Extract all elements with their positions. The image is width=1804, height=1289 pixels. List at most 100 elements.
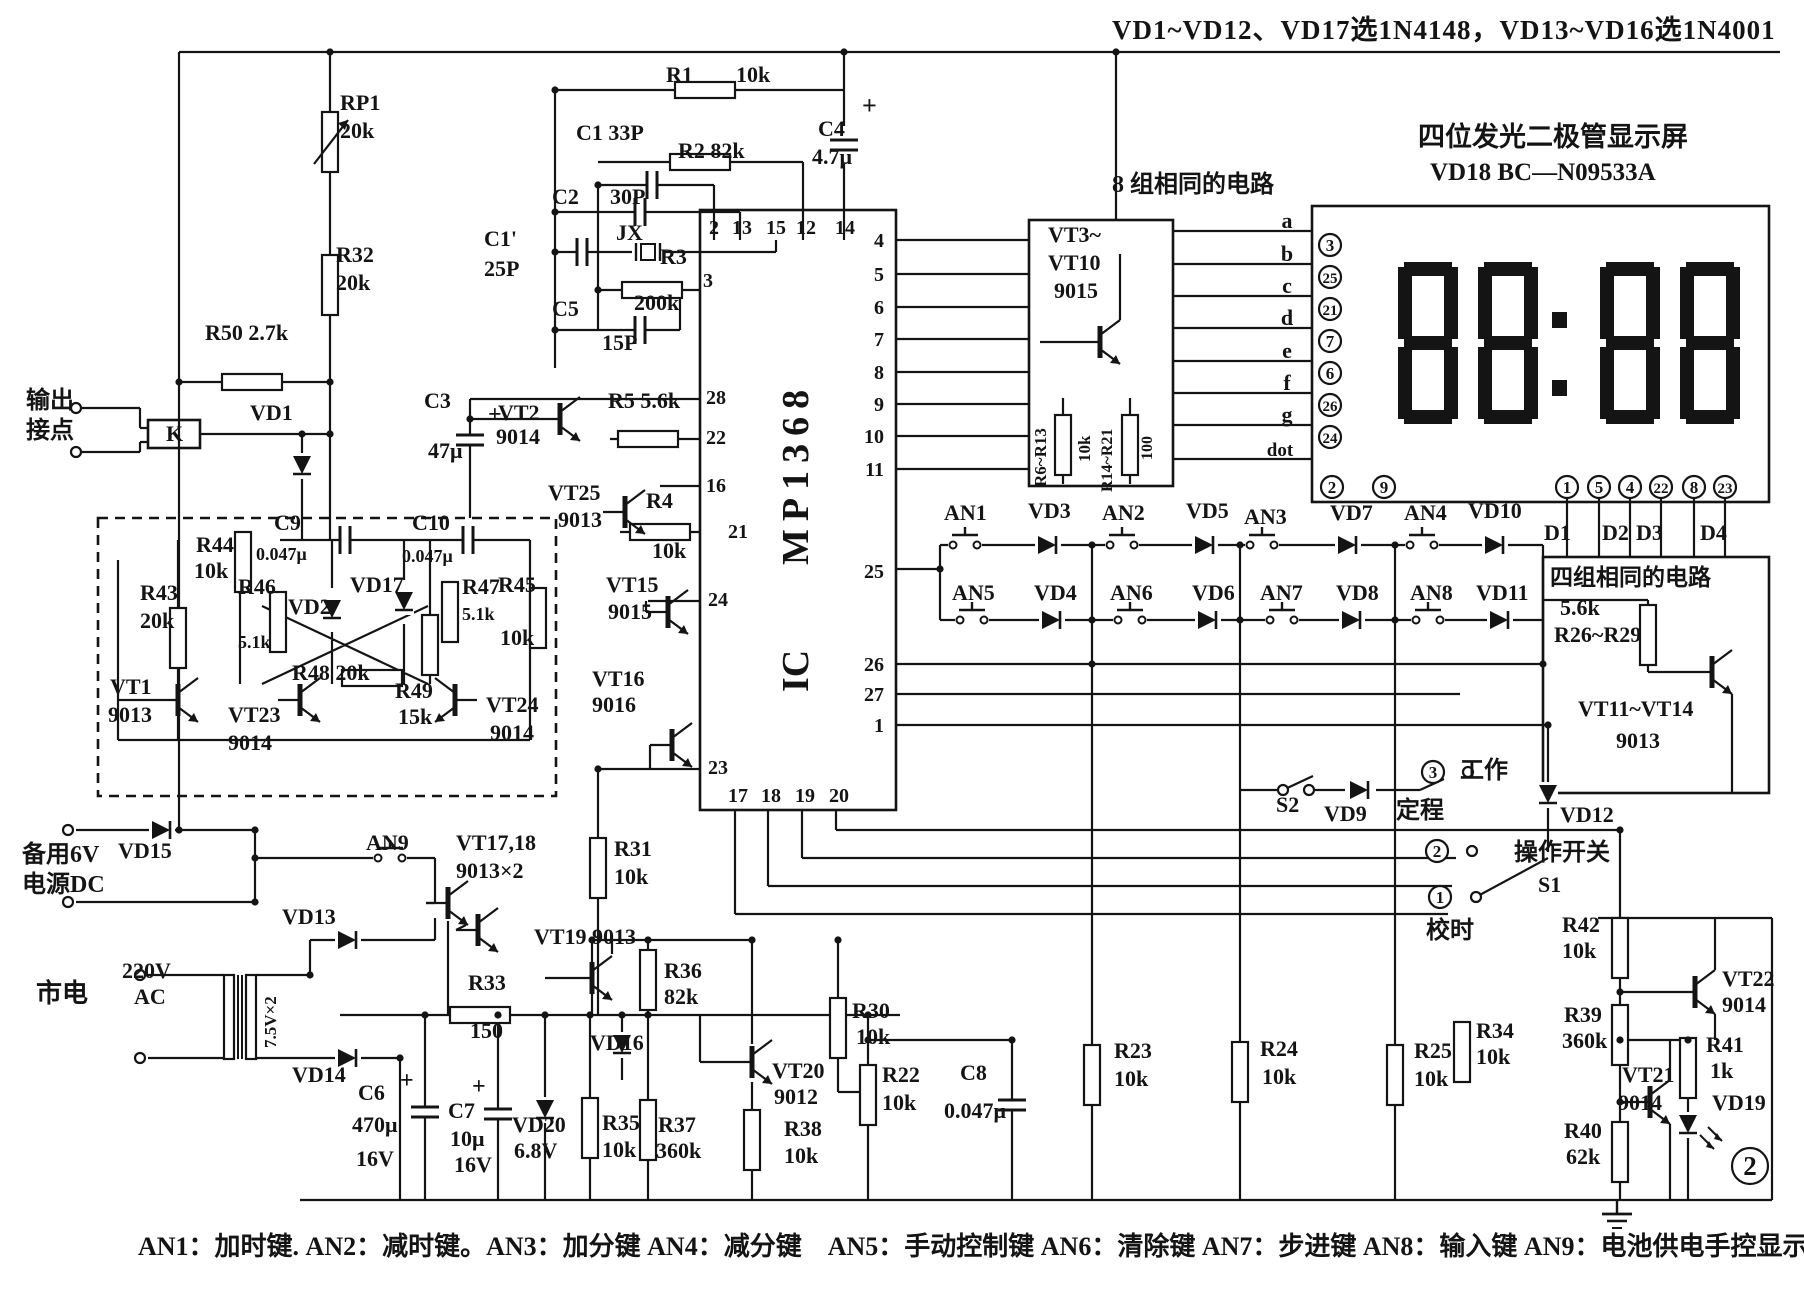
label-r38-val: 10k xyxy=(784,1143,819,1168)
junction-dot xyxy=(306,971,314,979)
transistor-vt23 xyxy=(299,677,321,694)
terminal xyxy=(1302,783,1316,797)
label-pin-15: 15 xyxy=(766,217,786,239)
label-r48: R48 20k xyxy=(292,660,370,685)
pin-circle-display-pin-7 xyxy=(1317,328,1343,354)
pushbutton-an3 xyxy=(1245,540,1255,550)
pushbutton-an2 xyxy=(1105,540,1115,550)
display-segment xyxy=(1484,410,1532,424)
pin-circle-label-display-pin-24: 24 xyxy=(1323,431,1339,447)
resistor-r2 xyxy=(668,152,732,172)
junction-dot xyxy=(1088,616,1096,624)
label-pin-25: 25 xyxy=(864,561,884,583)
label-c1p-val: 25P xyxy=(484,256,519,281)
label-r1: R1 xyxy=(666,62,693,87)
diode-vd8 xyxy=(1342,611,1360,629)
label-c5-val: 15P xyxy=(602,330,637,355)
junction-dot xyxy=(936,565,944,573)
pin-circle-display-pin-4 xyxy=(1617,474,1643,500)
junction-dot xyxy=(251,854,259,862)
terminal xyxy=(61,823,75,837)
label-vd15: VD15 xyxy=(118,838,172,863)
label-pin-10: 10 xyxy=(864,426,884,448)
junction-dot xyxy=(594,181,602,189)
label-seg-e: e xyxy=(1282,338,1292,363)
label-r1-val: 10k xyxy=(736,62,771,87)
capacitor-c7 xyxy=(483,1109,513,1119)
label-r36-val: 82k xyxy=(664,984,699,1009)
label-pin-27: 27 xyxy=(864,684,884,706)
label-c4: C4 xyxy=(818,116,845,141)
junction-dot xyxy=(834,936,842,944)
label-group4-r: R26~R29 xyxy=(1554,622,1641,647)
label-c6-val: 470μ xyxy=(352,1112,398,1137)
resistor-r43 xyxy=(168,606,188,670)
label-r46-val: 5.1k xyxy=(238,632,271,652)
label-c4-plus: + xyxy=(862,91,877,120)
diode-vd19 xyxy=(1679,1115,1697,1133)
label-r42: R42 xyxy=(1562,912,1600,937)
pushbutton-an4 xyxy=(1405,540,1439,550)
label-vt3-val: 9015 xyxy=(1054,278,1098,303)
label-seg-g: g xyxy=(1282,402,1293,427)
display-segment xyxy=(1600,267,1614,339)
pushbutton-an5 xyxy=(955,615,989,625)
label-d4: D4 xyxy=(1700,520,1727,545)
pin-circle-selector-pos-3 xyxy=(1420,759,1446,785)
label-mains-v: 220V xyxy=(122,958,171,983)
resistor-r42 xyxy=(1610,916,1630,980)
transistor-vt22 xyxy=(1694,969,1716,986)
diode-vd11 xyxy=(1490,611,1508,629)
label-an2: AN2 xyxy=(1102,500,1145,525)
label-pin-19: 19 xyxy=(795,785,815,807)
label-c6: C6 xyxy=(358,1080,385,1105)
label-rp1: RP1 xyxy=(340,90,380,115)
junction-dot xyxy=(1391,541,1399,549)
resistor-r24 xyxy=(1230,1040,1250,1104)
label-r32-val: 20k xyxy=(336,270,371,295)
diode-vd19 xyxy=(1714,1133,1722,1141)
transistor-vt25 xyxy=(624,489,646,506)
label-r45: R45 xyxy=(498,572,536,597)
display-segment xyxy=(1686,262,1734,276)
display-segment xyxy=(1524,347,1538,419)
transistor-vt20 xyxy=(762,1075,772,1084)
pin-circle-display-pin-6 xyxy=(1317,360,1343,386)
resistor-r44 xyxy=(233,530,253,594)
pushbutton-an6 xyxy=(1113,615,1147,625)
display-segment xyxy=(1726,347,1740,419)
resistor-r47 xyxy=(440,580,460,644)
transistor-vt16 xyxy=(682,758,692,767)
label-mode-program: 定程 xyxy=(1396,796,1444,824)
label-pin-7: 7 xyxy=(874,329,884,351)
label-ic-label: IC xyxy=(775,650,817,692)
resistor-r25 xyxy=(1385,1043,1405,1107)
label-r50: R50 2.7k xyxy=(205,320,289,345)
display-segment xyxy=(1398,267,1412,339)
terminal xyxy=(1465,844,1479,858)
label-r4: R4 xyxy=(646,488,673,513)
pushbutton-an7 xyxy=(1265,615,1299,625)
pushbutton-an1 xyxy=(948,540,958,550)
terminal xyxy=(61,895,75,909)
label-pin-11: 11 xyxy=(865,459,884,481)
circuit-wires xyxy=(76,50,1780,1202)
label-vd14: VD14 xyxy=(292,1062,346,1087)
junction-dot xyxy=(1391,616,1399,624)
junction-dot xyxy=(1236,541,1244,549)
label-r49-val: 15k xyxy=(398,704,433,729)
diode-vd3 xyxy=(1038,536,1056,554)
pushbutton-an3 xyxy=(1245,540,1279,550)
label-c3-plus: + xyxy=(488,402,502,428)
resistor-r36 xyxy=(638,948,658,1012)
label-vt21-val: 9014 xyxy=(1618,1090,1662,1115)
diode-vd5 xyxy=(1195,536,1213,554)
transistor-vt-group4 xyxy=(1722,685,1732,694)
label-vd6: VD6 xyxy=(1192,580,1235,605)
pin-circle-label-display-pin-8: 8 xyxy=(1690,478,1699,497)
label-r35-val: 10k xyxy=(602,1137,637,1162)
junction-dot xyxy=(396,1054,404,1062)
pushbutton-an9 xyxy=(397,853,407,863)
label-seg-b: b xyxy=(1281,241,1293,266)
junction-dot xyxy=(1616,1098,1624,1106)
